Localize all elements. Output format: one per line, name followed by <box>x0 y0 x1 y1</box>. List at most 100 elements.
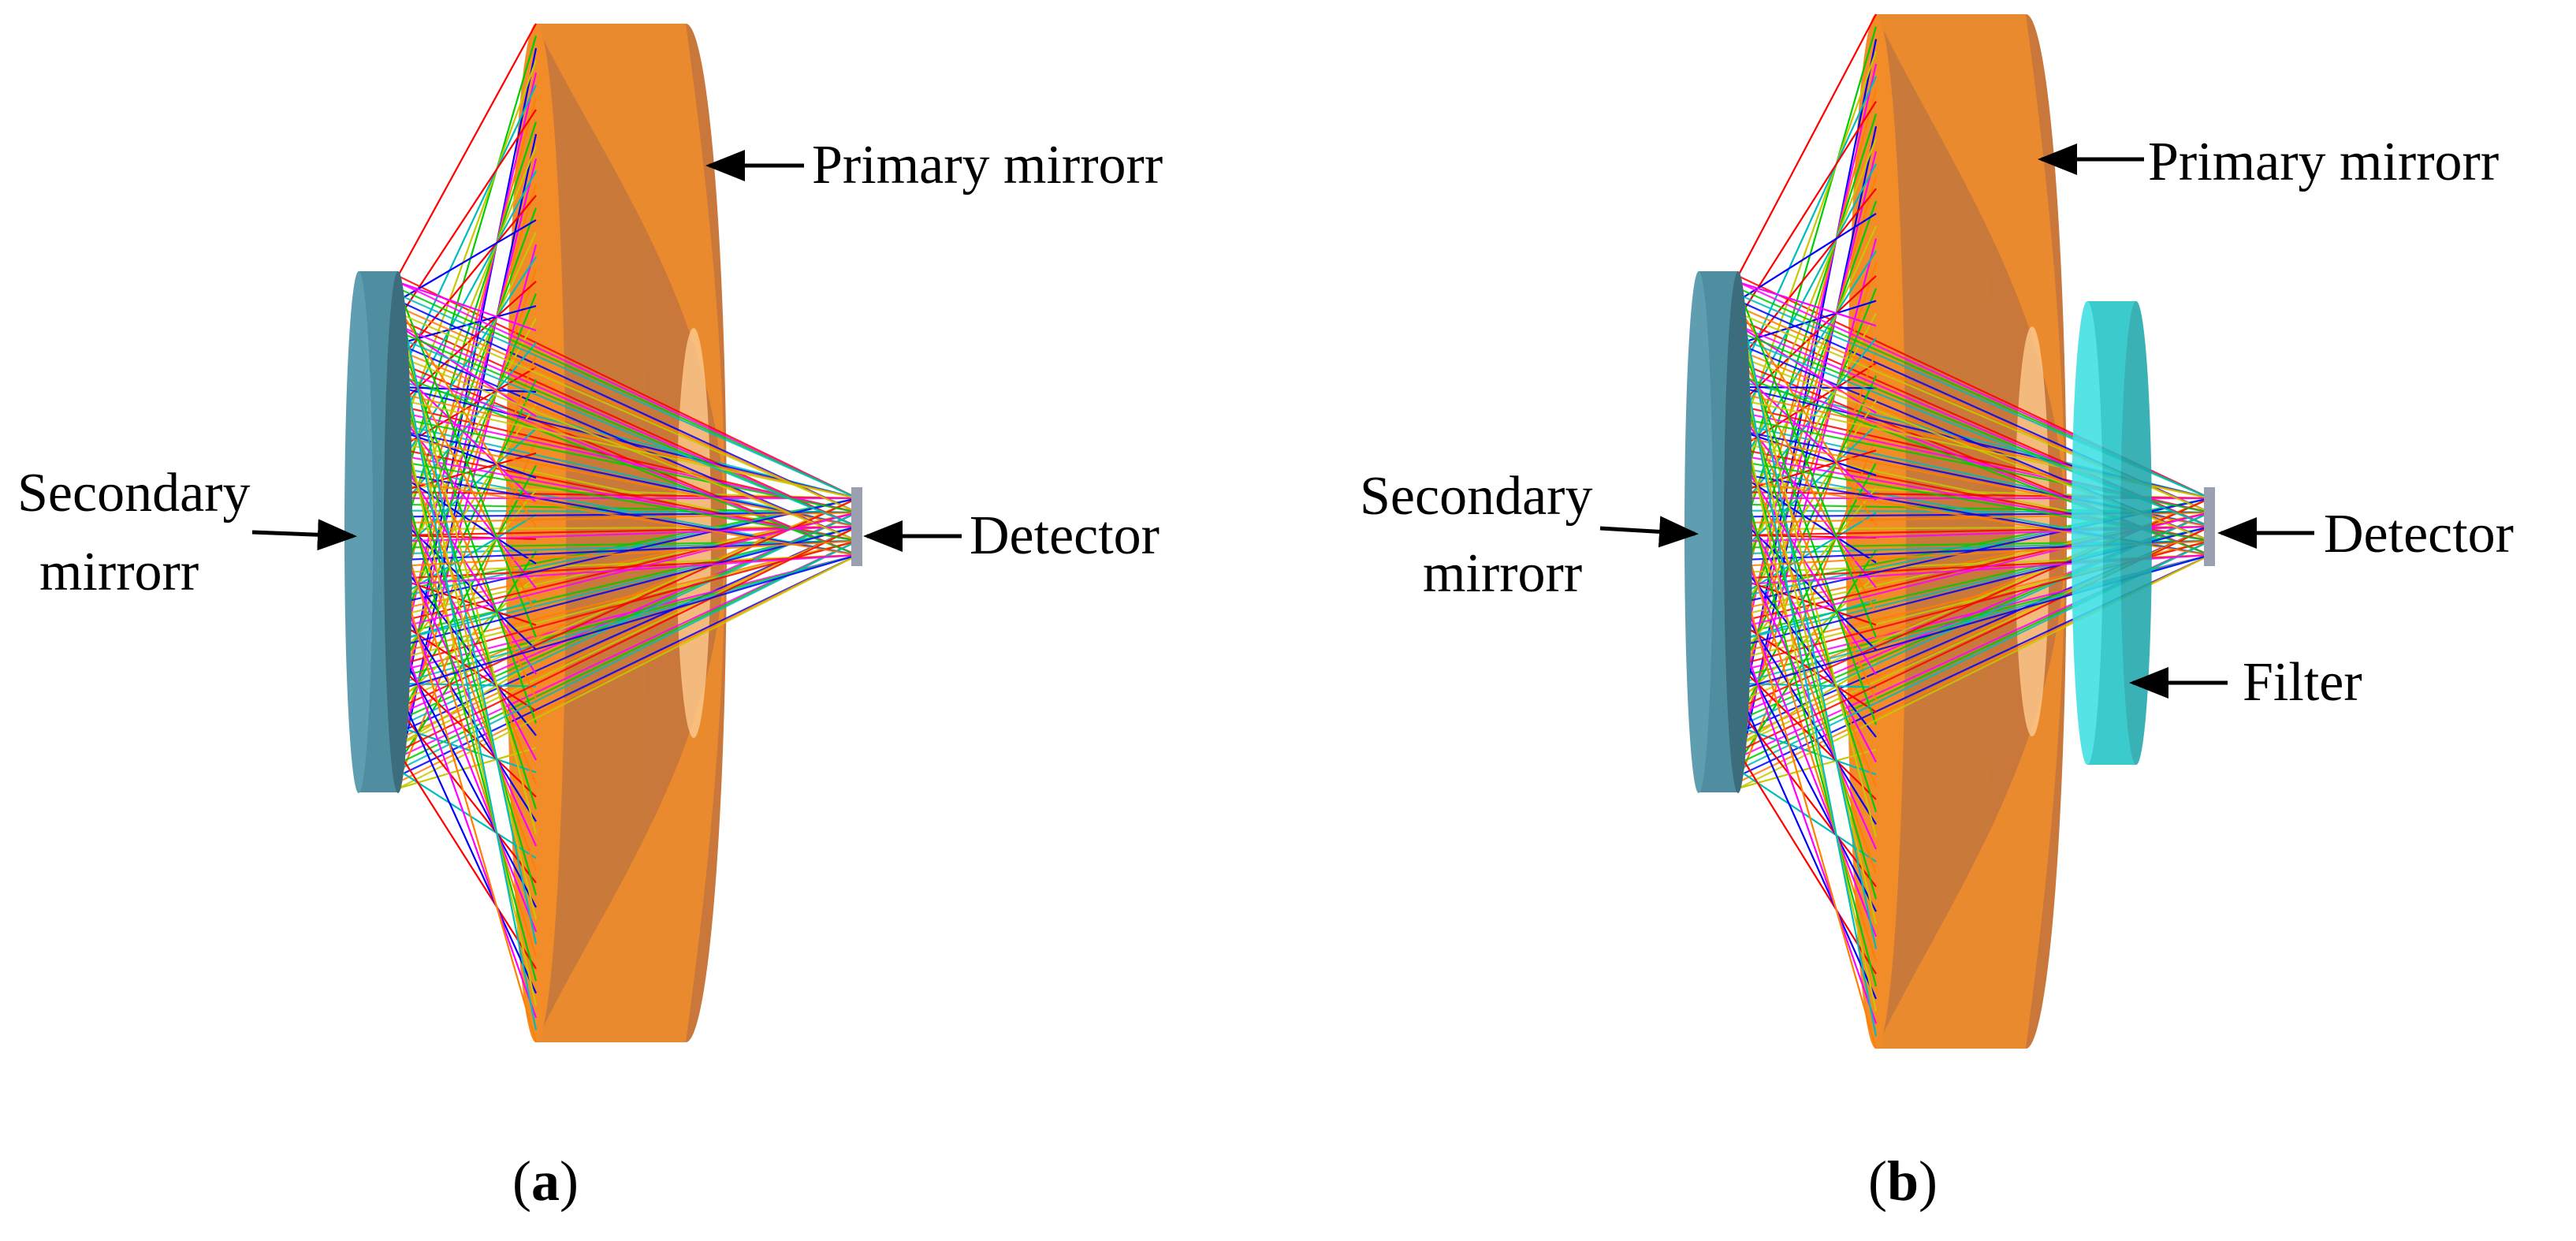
ray-to-detector <box>397 512 858 728</box>
ray-to-secondary <box>1737 163 1877 425</box>
ray-to-secondary <box>1737 541 1878 850</box>
secondary-mirror-label-line2: mirrorr <box>39 542 199 602</box>
ray-to-secondary <box>1737 664 1877 800</box>
ray-to-detector <box>397 281 858 499</box>
ray-to-secondary <box>1737 63 1878 672</box>
ray-to-detector <box>397 435 858 528</box>
ray-to-secondary <box>396 628 538 1019</box>
ray-to-secondary <box>397 429 537 479</box>
ray-to-secondary <box>396 522 538 957</box>
ray-to-secondary <box>397 472 537 565</box>
caption-letter: a <box>531 1150 560 1213</box>
caption-open-paren: ( <box>512 1150 531 1213</box>
panel-b: Primary mirrorr Secondary mirrorr Detect… <box>1360 13 2514 1213</box>
ray-to-secondary <box>396 541 538 847</box>
ray-to-secondary <box>396 294 538 945</box>
ray-to-detector <box>397 497 858 605</box>
ray-to-secondary <box>1737 13 1877 277</box>
ray-to-secondary <box>1737 565 1878 1049</box>
ray-to-secondary <box>1737 337 1878 1037</box>
ray-to-secondary <box>396 60 538 443</box>
ray-to-secondary <box>396 399 538 1006</box>
ray-to-detector <box>397 392 858 500</box>
ray-to-secondary <box>396 35 538 505</box>
primary-mirror-label: Primary mirrorr <box>2148 132 2499 192</box>
ray-to-detector <box>397 318 858 528</box>
ray-to-detector <box>397 324 858 528</box>
ray-to-secondary <box>396 689 538 994</box>
ray-to-secondary <box>1737 646 1877 912</box>
caption-letter: b <box>1887 1150 1919 1213</box>
ray-to-secondary <box>1737 707 1877 888</box>
ray-to-detector <box>397 398 858 500</box>
ray-to-secondary <box>397 747 537 790</box>
ray-to-secondary <box>397 367 537 503</box>
ray-to-secondary <box>1737 151 1878 715</box>
ray-to-secondary <box>1737 628 1878 1024</box>
ray-to-secondary <box>1737 337 1877 512</box>
ray-to-secondary <box>397 349 537 613</box>
ray-to-secondary <box>397 646 537 908</box>
ray-to-secondary <box>1737 367 1877 501</box>
ray-to-secondary <box>396 337 538 1030</box>
ray-to-detector <box>397 540 858 771</box>
secondary-arrow <box>1599 516 1699 548</box>
ray-to-secondary <box>1737 281 1877 327</box>
primary-mirror-label: Primary mirrorr <box>812 135 1163 196</box>
secondary-mirror <box>1684 271 1752 793</box>
ray-to-detector <box>397 306 858 514</box>
ray-to-secondary <box>397 306 537 527</box>
ray-to-secondary <box>1737 138 1878 486</box>
filter-label: Filter <box>2243 652 2362 713</box>
ray-to-secondary <box>1737 393 1878 700</box>
ray-fan <box>396 23 858 1043</box>
filter <box>2072 301 2152 765</box>
ray-to-secondary <box>397 664 537 798</box>
ray-to-secondary <box>1737 559 1877 738</box>
ray-to-secondary <box>396 97 538 610</box>
ray-to-detector <box>397 330 858 528</box>
ray-to-secondary <box>397 751 537 970</box>
ray-to-secondary <box>1737 212 1877 302</box>
ray-to-secondary <box>1737 460 1878 987</box>
ray-to-secondary <box>1737 449 1877 494</box>
detector-label: Detector <box>970 505 1160 566</box>
ray-to-detector <box>397 287 858 500</box>
ray-to-detector <box>397 311 858 514</box>
caption-close-paren: ) <box>1919 1150 1938 1213</box>
ray-to-secondary <box>396 393 538 699</box>
ray-to-secondary <box>1737 472 1877 564</box>
ray-to-secondary <box>1737 516 1877 650</box>
ray-to-detector <box>397 511 858 524</box>
ray-to-secondary <box>397 386 537 393</box>
ray-to-secondary <box>397 232 537 530</box>
ray-to-secondary <box>1737 386 1877 389</box>
ray-to-secondary <box>1737 725 1877 776</box>
ray-to-detector <box>397 525 858 647</box>
ray-to-detector <box>397 337 858 528</box>
ray-to-secondary <box>396 460 538 982</box>
ray-to-secondary <box>397 23 537 277</box>
ray-to-secondary <box>397 256 537 468</box>
caption-close-paren: ) <box>560 1150 579 1213</box>
ray-to-secondary <box>1737 584 1878 937</box>
ray-to-detector <box>397 293 858 500</box>
caption-open-paren: ( <box>1868 1150 1887 1213</box>
ray-to-secondary <box>397 84 537 382</box>
ray-to-detector <box>397 417 858 514</box>
ray-to-secondary <box>1737 748 1877 790</box>
ray-to-secondary <box>397 725 537 773</box>
ray-to-detector <box>397 497 858 710</box>
ray-to-secondary <box>1737 399 1878 1012</box>
ray-to-secondary <box>1737 101 1877 320</box>
ray-to-secondary <box>397 454 537 675</box>
panel-caption-a: (a) <box>512 1150 579 1213</box>
ray-to-secondary <box>1737 349 1877 613</box>
ray-to-secondary <box>1737 769 1877 863</box>
ray-to-secondary <box>1737 324 1877 414</box>
ray-to-secondary <box>1737 429 1877 476</box>
ray-to-secondary <box>397 170 537 425</box>
ray-to-secondary <box>1737 300 1877 345</box>
ray-to-secondary <box>397 769 537 859</box>
